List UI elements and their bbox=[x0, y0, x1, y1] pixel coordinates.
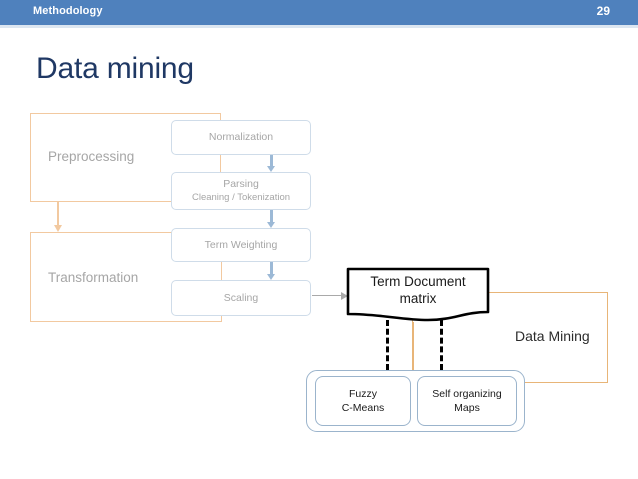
arrow-scaling-to-term-document-matrix-icon bbox=[312, 292, 348, 301]
arrow-term-weighting-to-scaling-icon bbox=[267, 262, 276, 280]
process-box-normalization: Normalization bbox=[171, 120, 311, 155]
document-shape-term-document-matrix: Term Document matrix bbox=[346, 267, 490, 323]
group-preprocessing-label: Preprocessing bbox=[48, 149, 135, 164]
arrow-normalization-to-parsing-icon bbox=[267, 155, 276, 172]
process-box-parsing-label: Parsing bbox=[223, 178, 259, 190]
arrow-shaft bbox=[386, 320, 389, 370]
process-box-parsing-sublabel: Cleaning / Tokenization bbox=[191, 192, 291, 203]
arrow-head bbox=[54, 225, 62, 232]
process-box-term-weighting: Term Weighting bbox=[171, 228, 311, 262]
arrow-preprocessing-to-transformation-icon bbox=[54, 202, 63, 232]
algorithm-box-self-organizing-maps: Self organizing Maps bbox=[417, 376, 517, 426]
data-mining-pipeline-diagram: Preprocessing Transformation Normalizati… bbox=[0, 100, 638, 479]
algorithm-box-fuzzy-c-means-line1: Fuzzy bbox=[348, 388, 377, 400]
process-box-scaling: Scaling bbox=[171, 280, 311, 316]
arrow-shaft bbox=[312, 295, 342, 297]
arrow-shaft bbox=[440, 320, 443, 370]
document-shape-icon bbox=[346, 267, 490, 322]
arrow-shaft bbox=[270, 155, 273, 166]
document-shape-label-line1: Term Document bbox=[370, 274, 466, 289]
algorithm-box-self-organizing-maps-line1: Self organizing bbox=[432, 388, 502, 400]
arrow-head bbox=[267, 222, 275, 228]
arrow-parsing-to-term-weighting-icon bbox=[267, 210, 276, 228]
group-data-mining-label: Data Mining bbox=[515, 328, 590, 344]
algorithm-box-self-organizing-maps-line2: Maps bbox=[454, 402, 480, 414]
arrow-head bbox=[267, 166, 275, 172]
group-preprocessing bbox=[30, 113, 221, 202]
header-underline bbox=[0, 25, 638, 28]
header-page-number: 29 bbox=[596, 4, 610, 18]
algorithm-box-fuzzy-c-means: Fuzzy C-Means bbox=[315, 376, 411, 426]
document-shape-label-line2: matrix bbox=[399, 291, 437, 306]
page-title: Data mining bbox=[36, 52, 194, 85]
header-section-title: Methodology bbox=[33, 5, 103, 17]
algorithm-box-fuzzy-c-means-line2: C-Means bbox=[341, 402, 385, 414]
group-transformation bbox=[30, 232, 222, 322]
process-box-normalization-label: Normalization bbox=[208, 131, 274, 143]
arrow-head bbox=[267, 274, 275, 280]
document-shape-label: Term Document matrix bbox=[346, 273, 490, 307]
process-box-term-weighting-label: Term Weighting bbox=[204, 238, 278, 251]
arrow-shaft bbox=[270, 210, 273, 222]
arrow-shaft bbox=[57, 202, 59, 226]
group-transformation-label: Transformation bbox=[48, 270, 139, 285]
process-box-scaling-label: Scaling bbox=[223, 291, 259, 304]
connector-data-mining-vertical bbox=[412, 322, 414, 373]
process-box-parsing: Parsing Cleaning / Tokenization bbox=[171, 172, 311, 210]
slide-header-bar bbox=[0, 0, 638, 25]
arrow-shaft bbox=[270, 262, 273, 274]
arrow-head bbox=[341, 292, 348, 300]
